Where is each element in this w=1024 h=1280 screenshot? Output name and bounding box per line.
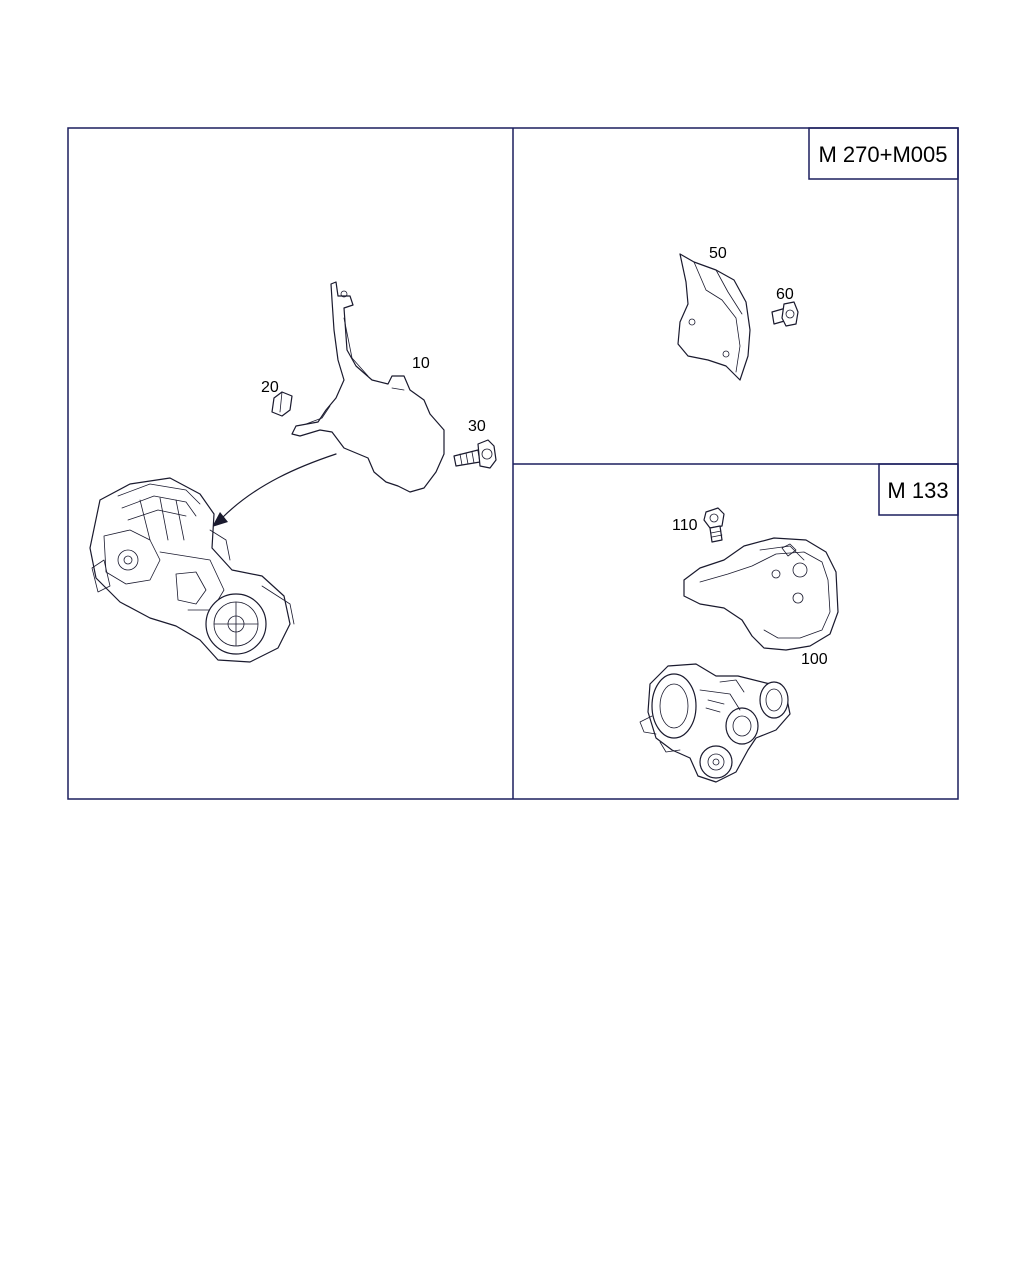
callout-20: 20 — [261, 379, 279, 396]
badge-m270: M 270+M005 — [808, 127, 959, 180]
diagram-frame — [67, 127, 959, 800]
engine-assembly — [89, 477, 295, 663]
badge-m133: M 133 — [878, 463, 959, 516]
badge-m270-text: M 270+M005 — [818, 142, 947, 167]
bolt-60 — [771, 301, 799, 327]
callout-50: 50 — [709, 245, 727, 262]
callout-30: 30 — [468, 418, 486, 435]
badge-m133-text: M 133 — [887, 478, 948, 503]
callout-10: 10 — [412, 355, 430, 372]
callout-60: 60 — [776, 286, 794, 303]
turbocharger — [639, 663, 791, 783]
installation-arrow — [212, 453, 337, 527]
heat-shield-plate-10 — [291, 281, 445, 493]
spacer-20 — [271, 391, 293, 417]
callout-100: 100 — [801, 651, 828, 668]
bolt-110 — [703, 507, 725, 543]
bolt-30 — [453, 439, 497, 469]
callout-110: 110 — [672, 517, 698, 534]
heat-shield-50 — [677, 253, 751, 381]
heat-shield-100 — [683, 537, 839, 651]
